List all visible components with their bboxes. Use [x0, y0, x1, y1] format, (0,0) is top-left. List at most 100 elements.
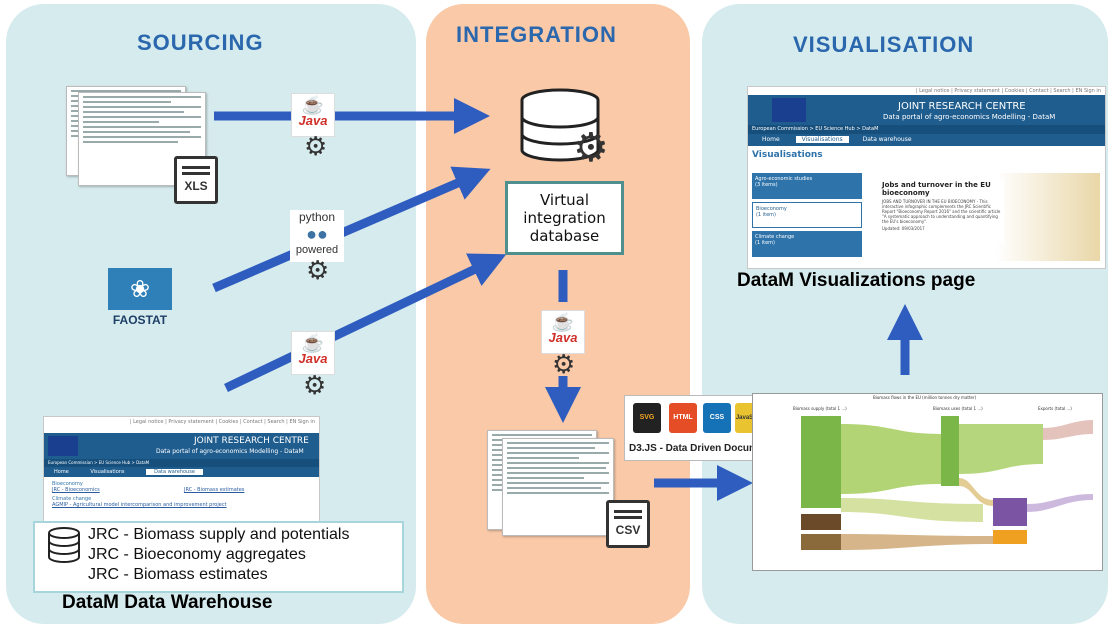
tab-home[interactable]: Home	[762, 136, 780, 143]
shot-link[interactable]: JRC - Bioeconomics	[52, 487, 100, 493]
sankey-node	[941, 416, 959, 486]
menu-count: (1 item)	[755, 240, 775, 246]
integration-title: INTEGRATION	[456, 22, 617, 47]
shot-top-links: | Legal notice | Privacy statement | Coo…	[915, 88, 1101, 94]
menu-climate-change[interactable]: Climate change (1 item)	[752, 231, 862, 257]
virtual-integration-database: Virtual integration database	[505, 181, 624, 255]
menu-agro-economic[interactable]: Agro-economic studies (3 items)	[752, 173, 862, 199]
sankey-title: Biomass flows in the EU (million tonnes …	[873, 395, 977, 400]
card-title: Jobs and turnover in the EU bioeconomy	[882, 181, 991, 197]
sankey-col2: Biomass uses (total 1 ...)	[933, 406, 983, 411]
sankey-link	[1043, 420, 1093, 440]
css-label: CSS	[709, 414, 725, 421]
html5-logo-icon: HTML	[669, 403, 697, 433]
sankey-flows	[801, 416, 1093, 550]
shot-breadcrumb: European Commission > EU Science Hub > D…	[44, 459, 319, 467]
shot-portal: Data portal of agro-economics Modelling …	[883, 113, 1056, 121]
shot-section-bioeconomy: Bioeconomy	[52, 481, 83, 487]
sankey-node	[801, 534, 841, 550]
menu-label: Agro-economic studies	[755, 176, 813, 182]
sankey-node	[801, 416, 841, 508]
vdb-label: Virtual integration database	[523, 191, 606, 245]
shot-org: JOINT RESEARCH CENTRE	[194, 436, 309, 446]
powered-label: powered	[295, 244, 339, 256]
tab-data-warehouse[interactable]: Data warehouse	[146, 469, 203, 475]
sankey-node	[801, 514, 841, 530]
faostat-logo: ❀ FAOSTAT	[108, 268, 172, 331]
shot-top-links: | Legal notice | Privacy statement | Coo…	[129, 419, 315, 425]
gear-icon: ⚙	[552, 350, 576, 380]
visualization-card[interactable]: Jobs and turnover in the EU bioeconomy J…	[868, 173, 1100, 261]
shot-org: JOINT RESEARCH CENTRE	[898, 101, 1026, 112]
xls-file-icon: XLS	[174, 156, 218, 204]
tab-visualisations[interactable]: Visualisations	[90, 469, 125, 475]
menu-count: (3 items)	[755, 182, 778, 188]
menu-bioeconomy[interactable]: Bioeconomy (1 item)	[752, 202, 862, 228]
sankey-link	[959, 424, 1043, 474]
css3-logo-icon: CSS	[703, 403, 731, 433]
warehouse-screenshot: | Legal notice | Privacy statement | Coo…	[43, 416, 320, 526]
java-label: Java	[298, 113, 328, 128]
visualisation-title: VISUALISATION	[793, 32, 975, 57]
dataset-biomass-estimates: JRC - Biomass estimates	[88, 566, 268, 583]
sankey-link	[841, 424, 941, 494]
dataset-biomass-supply: JRC - Biomass supply and potentials	[88, 526, 350, 543]
svg-logo-icon: SVG	[633, 403, 661, 433]
csv-document-front	[502, 438, 614, 536]
xls-label: XLS	[184, 179, 208, 193]
js-label: JavaScript	[735, 415, 767, 421]
card-updated: Updated: 09/03/2017	[882, 226, 925, 231]
python-powered-icon: python ●● powered	[290, 210, 344, 262]
database-icon	[48, 527, 80, 563]
web-technologies-box: SVG HTML CSS JavaScript	[624, 395, 774, 461]
sankey-col3: Exports (total ...)	[1038, 406, 1072, 411]
arrow-fao-to-db	[224, 253, 507, 393]
java-label: Java	[548, 330, 578, 345]
shot-portal: Data portal of agro-economics Modelling …	[156, 448, 304, 455]
tab-home[interactable]: Home	[54, 469, 69, 475]
gear-icon: ⚙	[303, 371, 327, 401]
csv-label: CSV	[615, 523, 641, 537]
java-icon: ☕ Java	[291, 93, 335, 137]
shot-link[interactable]: JRC - Biomass estimates	[184, 487, 245, 493]
shot-heading: Visualisations	[752, 150, 823, 160]
menu-label: Climate change	[755, 234, 795, 240]
dataset-bioeconomy-aggregates: JRC - Bioeconomy aggregates	[88, 546, 306, 563]
sankey-node	[993, 530, 1027, 544]
gear-icon: ⚙	[573, 125, 609, 171]
visualizations-screenshot: | Legal notice | Privacy statement | Coo…	[747, 86, 1106, 269]
gear-icon: ⚙	[304, 132, 328, 162]
visualizations-page-title: DataM Visualizations page	[737, 270, 976, 291]
warehouse-datasets-box	[33, 521, 404, 593]
menu-count: (1 item)	[756, 212, 776, 218]
html-label: HTML	[673, 414, 693, 421]
java-icon: ☕ Java	[291, 331, 335, 375]
tab-data-warehouse[interactable]: Data warehouse	[862, 136, 912, 143]
database-icon	[520, 88, 600, 162]
warehouse-title: DataM Data Warehouse	[62, 592, 273, 613]
d3-caption: D3.JS - Data Driven Documents	[629, 443, 779, 454]
faostat-label: FAOSTAT	[112, 313, 168, 327]
sankey-node	[993, 498, 1027, 526]
tab-visualisations[interactable]: Visualisations	[795, 136, 849, 143]
shot-section-climate: Climate change	[52, 496, 92, 502]
gear-icon: ⚙	[306, 256, 330, 286]
java-icon: ☕ Java	[541, 310, 585, 354]
csv-file-icon: CSV	[606, 500, 650, 548]
sourcing-title: SOURCING	[137, 30, 264, 55]
sankey-link	[841, 534, 993, 550]
shot-link[interactable]: AGMIP - Agricultural model intercomparis…	[52, 502, 227, 508]
shot-breadcrumb: European Commission > EU Science Hub > D…	[748, 125, 1105, 134]
svg-label: SVG	[639, 414, 655, 421]
python-label: python	[298, 210, 336, 224]
java-label: Java	[298, 351, 328, 366]
card-body: JOBS AND TURNOVER IN THE EU BIOECONOMY -…	[882, 199, 1001, 224]
sankey-diagram: Biomass flows in the EU (million tonnes …	[752, 393, 1103, 571]
menu-label: Bioeconomy	[756, 206, 787, 212]
sankey-col1: Biomass supply (total 1 ...)	[793, 406, 847, 411]
sankey-link	[959, 478, 993, 506]
sankey-link	[1027, 494, 1093, 512]
arrow-python-to-db	[212, 166, 491, 293]
sankey-link	[841, 498, 983, 522]
